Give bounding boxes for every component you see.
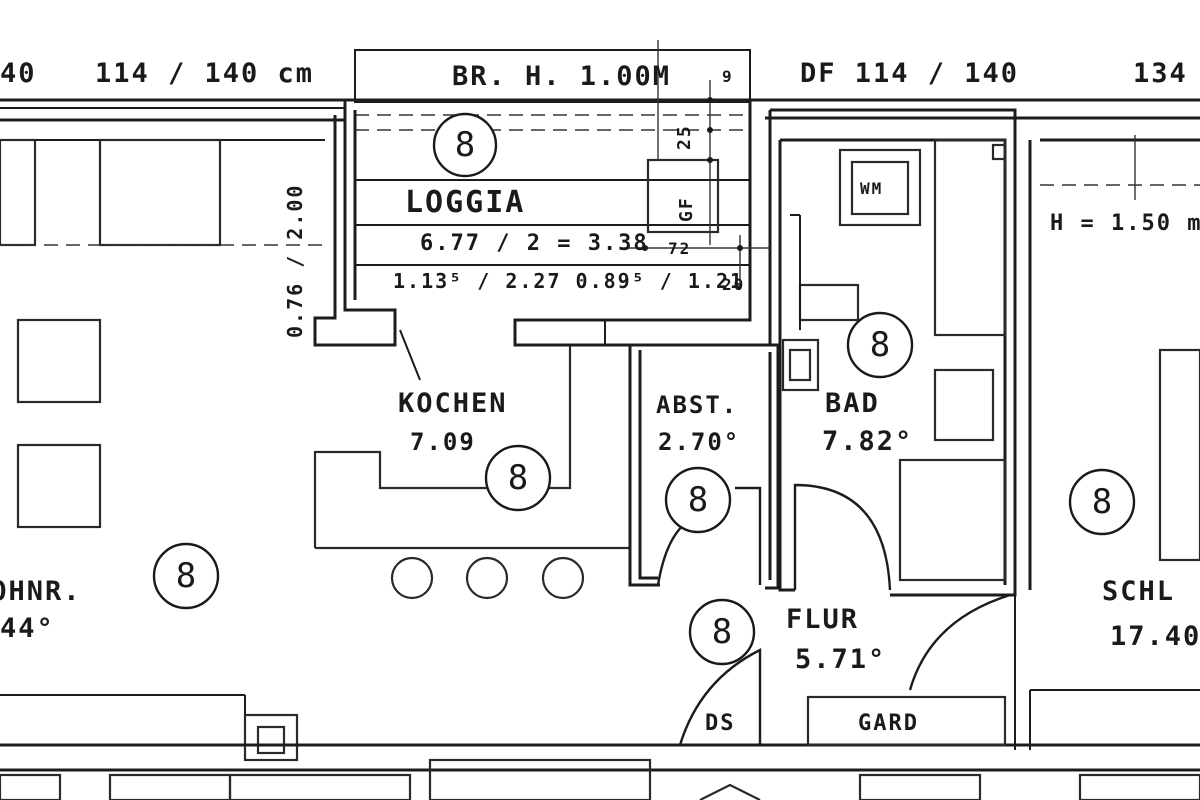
living-room xyxy=(0,138,325,529)
marker-storage: 8 xyxy=(664,466,732,534)
marker-bathroom: 8 xyxy=(846,311,914,379)
vertical-label-gf: GF xyxy=(676,196,697,222)
svg-text:8: 8 xyxy=(688,480,708,520)
svg-text:8: 8 xyxy=(1092,482,1112,522)
hallway xyxy=(0,595,1200,800)
room-name-hallway: FLUR xyxy=(786,604,859,635)
washing-machine-label: WM xyxy=(860,179,883,198)
marker-kitchen: 8 xyxy=(484,444,552,512)
loggia-rail-label: BR. H. 1.00M xyxy=(452,61,671,92)
loggia-walls xyxy=(313,100,772,347)
room-name-kitchen: KOCHEN xyxy=(398,388,508,419)
svg-text:8: 8 xyxy=(870,325,890,365)
room-name-bathroom: BAD xyxy=(825,388,880,419)
loggia-dimension-lines xyxy=(620,40,770,290)
wall-height-dimension: 0.76 / 2.00 xyxy=(283,184,307,338)
storage-room xyxy=(628,343,780,590)
loggia-area-calc: 6.77 / 2 = 3.38 xyxy=(420,231,649,256)
top-right-window-label: DF 114 / 140 xyxy=(800,58,1019,89)
top-left-window-label: 114 / 140 cm xyxy=(95,58,314,89)
svg-text:8: 8 xyxy=(455,125,475,165)
top-left-edge-label: 40 xyxy=(0,58,37,89)
dimension-20: 20 xyxy=(722,275,745,294)
svg-text:8: 8 xyxy=(176,556,196,596)
top-right-edge-label: 134 / xyxy=(1133,58,1200,89)
svg-text:8: 8 xyxy=(712,612,732,652)
bathroom xyxy=(770,108,1017,597)
dimension-9: 9 xyxy=(722,67,734,86)
window-height-label: H = 1.50 m xyxy=(1050,211,1200,236)
room-area-hallway: 5.71° xyxy=(795,644,886,675)
dimension-72: 72 xyxy=(668,239,691,258)
room-name-bedroom: SCHL xyxy=(1102,576,1175,607)
room-name-storage: ABST. xyxy=(656,391,738,419)
loggia-parapet xyxy=(354,49,751,131)
marker-loggia: 8 xyxy=(432,112,498,178)
exterior-wall-top xyxy=(0,98,1200,122)
kitchen xyxy=(313,320,630,600)
room-area-living: 44° xyxy=(0,613,55,644)
room-name-loggia: LOGGIA xyxy=(405,185,525,220)
shaft-label: DS xyxy=(705,711,736,736)
bedroom xyxy=(908,135,1200,691)
room-area-kitchen: 7.09 xyxy=(410,428,476,456)
dimension-25: 25 xyxy=(674,124,695,150)
room-area-bathroom: 7.82° xyxy=(822,426,913,457)
room-area-storage: 2.70° xyxy=(658,428,740,456)
marker-bedroom: 8 xyxy=(1068,468,1136,536)
room-name-living: WOHNR. xyxy=(0,576,82,607)
marker-hallway: 8 xyxy=(688,598,756,666)
marker-living: 8 xyxy=(152,542,220,610)
svg-text:8: 8 xyxy=(508,458,528,498)
room-area-bedroom: 17.40 xyxy=(1110,621,1200,652)
loggia-sub-dimensions: 1.13⁵ / 2.27 0.89⁵ / 1.21 xyxy=(393,269,744,293)
wardrobe-label: GARD xyxy=(858,711,919,736)
